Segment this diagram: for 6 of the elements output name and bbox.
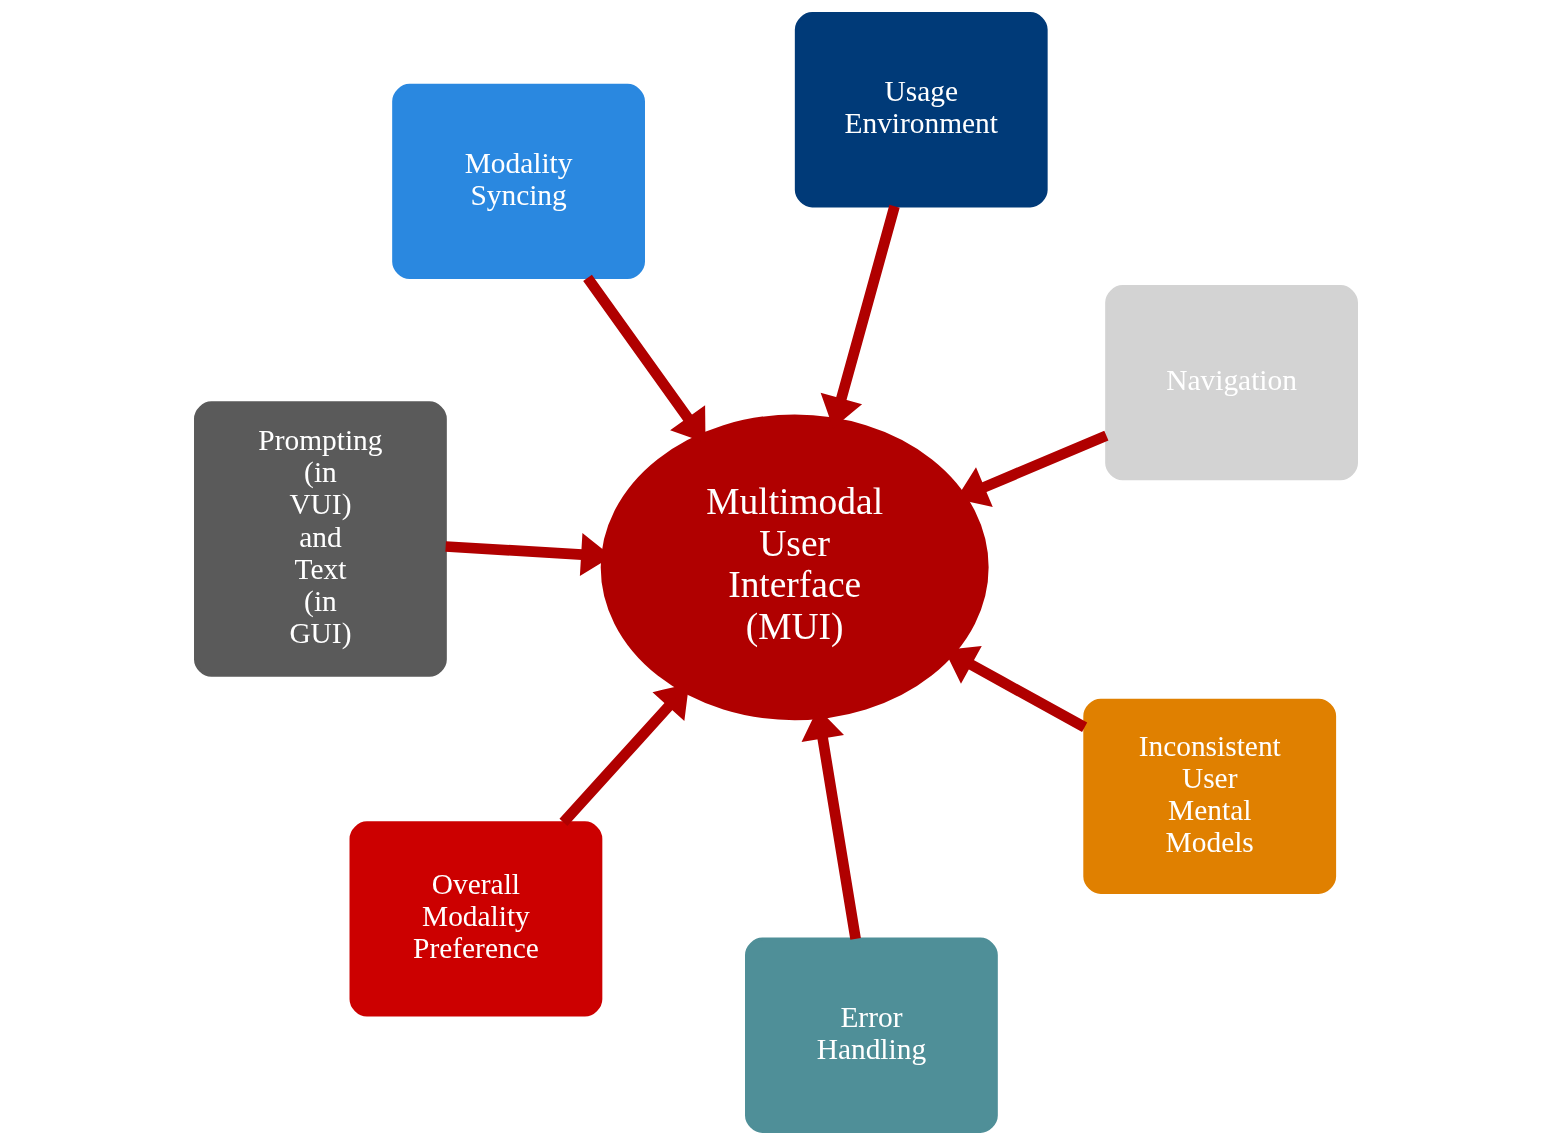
node-box: Overall Modality Preference bbox=[349, 821, 602, 1017]
node-box: Inconsistent User Mental Models bbox=[1082, 698, 1336, 894]
node-box: Error Handling bbox=[744, 937, 998, 1133]
node-box: Modality Syncing bbox=[391, 83, 645, 280]
node-box: Prompting (in VUI) and Text (in GUI) bbox=[193, 401, 447, 677]
node-box: Usage Environment bbox=[794, 12, 1048, 208]
